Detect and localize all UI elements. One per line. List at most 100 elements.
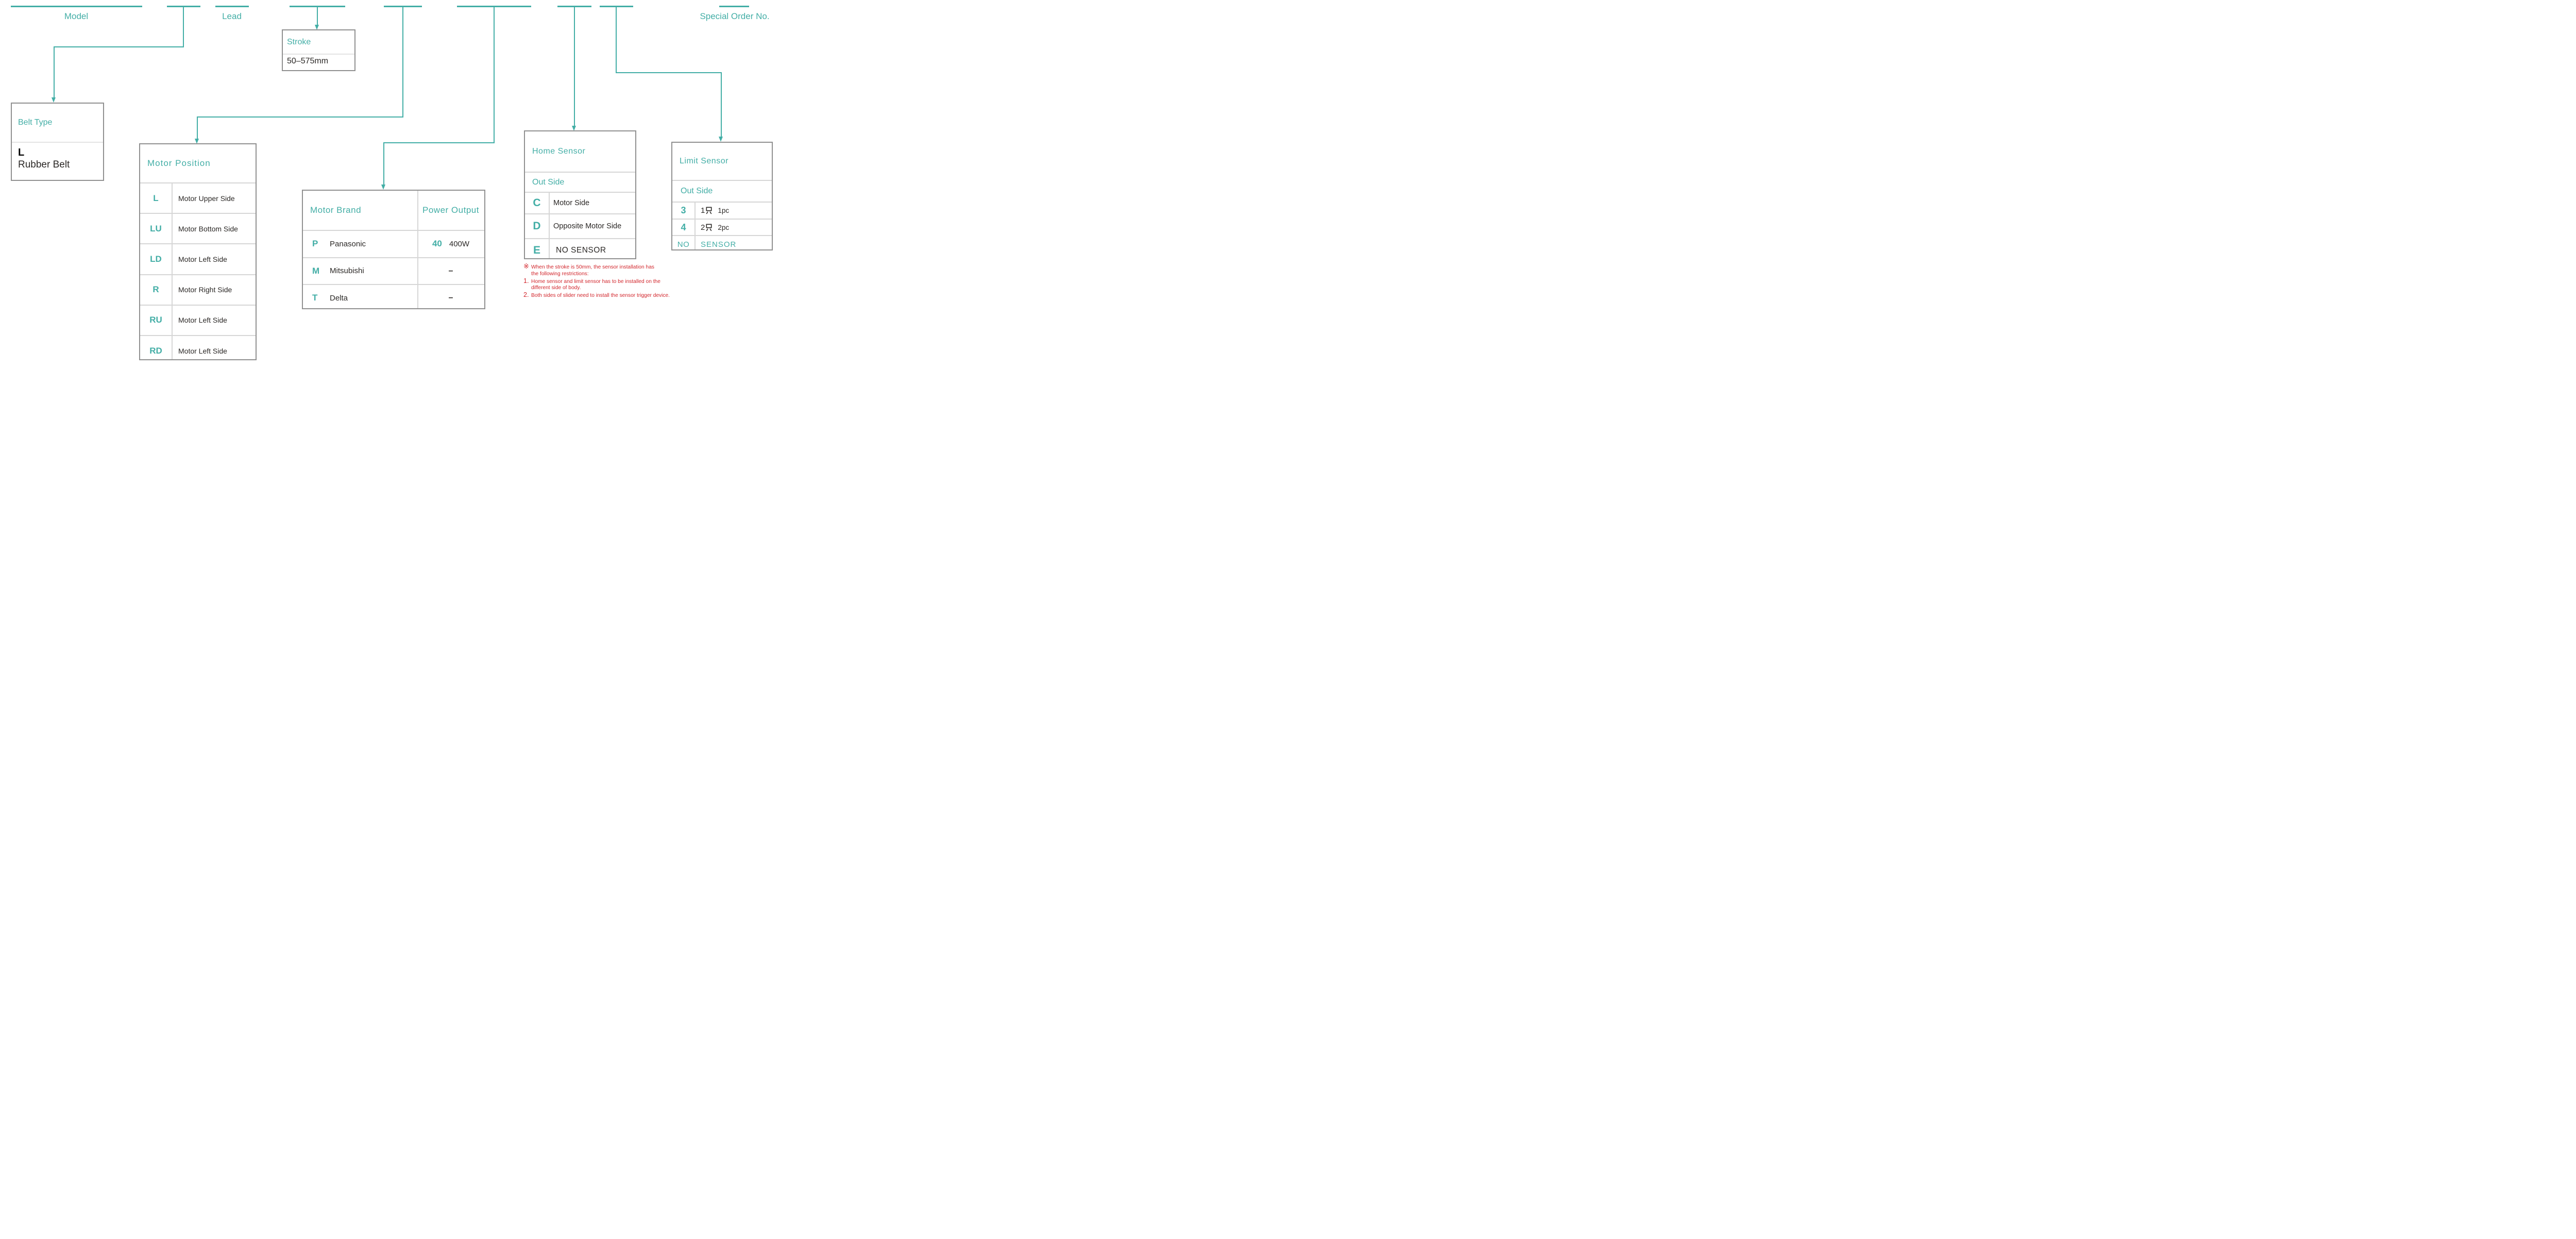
belt-type-description: Rubber Belt — [18, 159, 70, 170]
note-line: 2. Both sides of slider need to install … — [523, 292, 701, 299]
table-row: LD Motor Left Side — [140, 243, 256, 274]
motor-brand-code: P — [312, 239, 318, 249]
motor-brand-code: M — [312, 265, 320, 276]
belt-type-title: Belt Type — [18, 118, 53, 127]
ordering-code-diagram: Model Lead Special Order No. Belt Type L… — [0, 0, 808, 361]
column-divider — [694, 202, 696, 249]
motor-position-connector-line — [197, 116, 403, 118]
table-row: P Panasonic 40 400W — [303, 230, 484, 257]
motor-brand-name: Delta — [330, 293, 348, 303]
motor-brand-header: Motor Brand — [310, 205, 362, 215]
limit-sensor-description: SENSOR — [701, 240, 737, 249]
arrow-down-icon — [195, 139, 199, 144]
reference-mark-icon: ※ — [523, 262, 529, 270]
motor-position-description: Motor Left Side — [178, 255, 227, 263]
arrow-down-icon — [315, 25, 319, 30]
home-sensor-description: NO SENSOR — [556, 245, 606, 255]
motor-position-table: Motor Position L Motor Upper Side LU Mot… — [139, 143, 257, 360]
motor-position-code: L — [153, 193, 159, 203]
arrow-down-icon — [572, 126, 576, 131]
home-sensor-code: D — [533, 220, 541, 232]
code-segment-bar-special-order — [719, 6, 749, 7]
limit-sensor-description: 1 1pc — [694, 203, 772, 219]
motor-position-connector-line — [197, 116, 198, 140]
power-code: 40 — [432, 239, 442, 249]
limit-sensor-connector-line — [616, 72, 722, 73]
belt-connector-line — [54, 46, 184, 47]
quantity-number: 2 — [701, 223, 705, 232]
table-row: D Opposite Motor Side — [525, 213, 635, 238]
note-text: the following restrictions: — [531, 271, 589, 277]
motor-brand-name: Panasonic — [330, 239, 366, 248]
belt-connector-line — [54, 46, 55, 98]
table-row: E NO SENSOR — [525, 238, 635, 261]
power-cell: 40 400W — [417, 231, 484, 257]
home-sensor-title: Home Sensor — [532, 147, 586, 156]
special-order-label: Special Order No. — [700, 11, 770, 21]
motor-position-description: Motor Left Side — [178, 316, 227, 325]
note-number: 2. — [523, 291, 529, 299]
power-value: – — [448, 293, 453, 303]
motor-brand-connector-line — [383, 142, 384, 186]
table-row: 3 1 1pc — [672, 202, 772, 219]
limit-sensor-subtitle: Out Side — [672, 180, 772, 202]
code-segment-bar-lead — [215, 6, 249, 7]
table-row: T Delta – — [303, 284, 484, 311]
table-row: NO SENSOR — [672, 235, 772, 253]
motor-brand-connector-line — [494, 7, 495, 143]
note-text: different side of body. — [531, 285, 581, 291]
note-line: different side of body. — [523, 285, 701, 292]
code-segment-bar-home-sensor — [557, 6, 591, 7]
arrow-down-icon — [381, 185, 385, 190]
motor-position-title: Motor Position — [147, 158, 211, 168]
note-text: When the stroke is 50mm, the sensor inst… — [531, 264, 654, 270]
sensor-restriction-note: ※ When the stroke is 50mm, the sensor in… — [523, 263, 701, 299]
power-cell: – — [417, 258, 484, 284]
motor-position-code: RD — [149, 345, 162, 356]
power-value: 400W — [449, 239, 470, 248]
quantity-number: 1 — [701, 206, 705, 215]
code-segment-bar-limit-sensor — [600, 6, 633, 7]
stroke-range: 50–575mm — [283, 54, 354, 68]
motor-position-code: R — [152, 284, 159, 295]
power-value: – — [448, 266, 453, 275]
code-segment-bar-model — [11, 6, 142, 7]
home-sensor-box: Home Sensor Out Side C Motor Side D Oppo… — [524, 130, 636, 259]
power-output-header: Power Output — [422, 205, 479, 215]
quantity-en: 2pc — [718, 223, 730, 231]
note-text: Home sensor and limit sensor has to be i… — [531, 278, 660, 284]
motor-position-description: Motor Right Side — [178, 286, 232, 294]
motor-position-description: Motor Left Side — [178, 346, 227, 355]
limit-sensor-connector-line — [616, 7, 617, 73]
table-header-row: Motor Brand Power Output — [303, 191, 484, 230]
limit-sensor-title: Limit Sensor — [680, 157, 728, 165]
quantity-cn: 1 — [701, 206, 713, 215]
belt-type-code: L — [18, 147, 25, 158]
belt-type-box: Belt Type L Rubber Belt — [11, 103, 104, 181]
belt-type-value-cell: L Rubber Belt — [12, 142, 103, 171]
motor-brand-name: Mitsubishi — [330, 266, 364, 276]
brand-cell: M Mitsubishi — [303, 258, 417, 284]
quantity-cn: 2 — [701, 223, 713, 232]
table-row: M Mitsubishi – — [303, 257, 484, 284]
model-label: Model — [64, 11, 89, 21]
belt-connector-line — [183, 7, 184, 47]
home-sensor-code: E — [533, 244, 540, 256]
note-line: 1. Home sensor and limit sensor has to b… — [523, 277, 701, 286]
arrow-down-icon — [52, 97, 56, 103]
table-row: LU Motor Bottom Side — [140, 213, 256, 243]
arrow-down-icon — [719, 137, 723, 142]
home-sensor-description: Motor Side — [553, 199, 590, 207]
limit-sensor-code: 3 — [681, 205, 686, 215]
limit-sensor-box: Limit Sensor Out Side 3 1 1pc 4 2 2pc NO… — [671, 142, 773, 250]
motor-position-code: LU — [150, 223, 162, 233]
limit-sensor-connector-line — [721, 72, 722, 138]
column-divider — [417, 191, 418, 308]
home-sensor-code: C — [533, 197, 541, 209]
zhi-character-glyph — [706, 223, 712, 231]
motor-brand-code: T — [312, 293, 318, 303]
zhi-character-glyph — [706, 207, 712, 214]
motor-brand-connector-line — [383, 142, 495, 143]
table-row: RD Motor Left Side — [140, 334, 256, 361]
stroke-connector-line — [317, 7, 318, 25]
